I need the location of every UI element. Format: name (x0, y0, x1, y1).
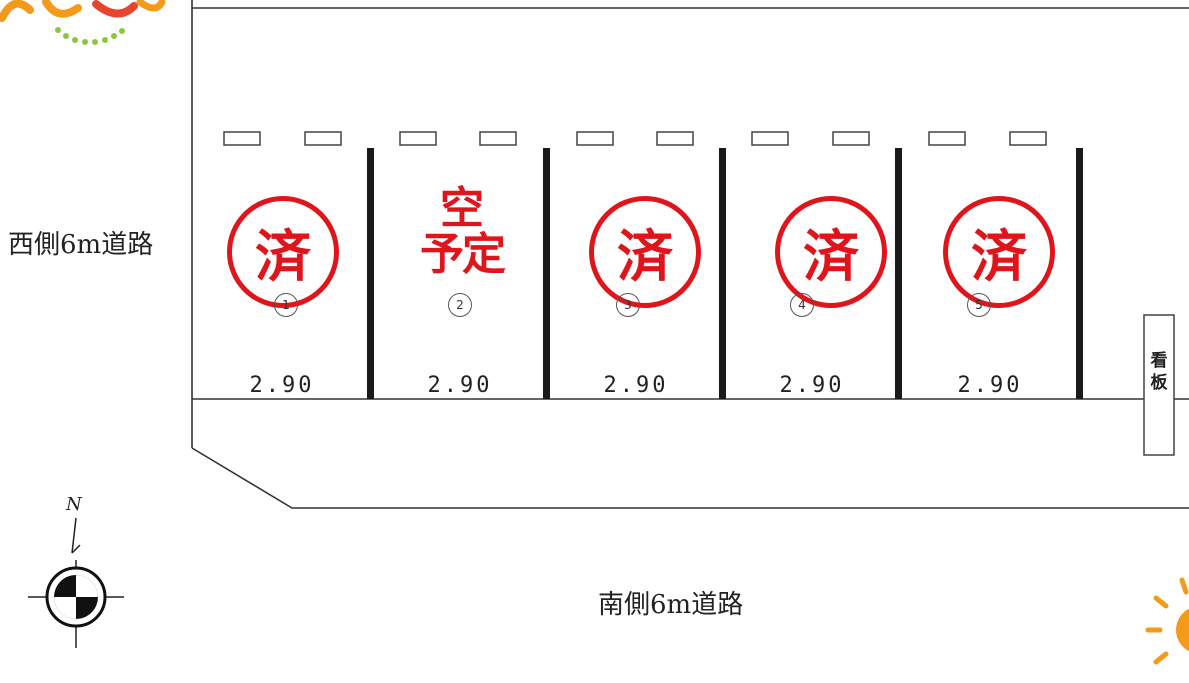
slot-width: 2.90 (603, 373, 669, 398)
vacant-stamp: 空 予定 (420, 183, 506, 281)
sold-stamp: 済 (775, 196, 887, 308)
slot-number: 4 (790, 293, 814, 317)
sold-stamp: 済 (943, 196, 1055, 308)
slot-width: 2.90 (249, 373, 315, 398)
wheel-stops (223, 131, 1047, 146)
slot-width: 2.90 (957, 373, 1023, 398)
site-outline (191, 0, 1189, 509)
slot-number: 2 (448, 293, 472, 317)
slot-width: 2.90 (427, 373, 493, 398)
sold-stamp: 済 (589, 196, 701, 308)
sold-stamp: 済 (227, 196, 339, 308)
south-road-label: 南側6m道路 (598, 590, 744, 620)
vacant-label: 空 (440, 183, 484, 234)
slot-number: 3 (616, 293, 640, 317)
compass-icon (28, 517, 124, 648)
north-label: N (66, 494, 82, 515)
slot-number: 5 (967, 293, 991, 317)
slot-dividers (367, 148, 1083, 399)
slot-number: 1 (274, 293, 298, 317)
logo (0, 0, 166, 45)
signboard-label: 看板 (1150, 351, 1168, 394)
west-road-label: 西側6m道路 (8, 230, 154, 260)
slot-width: 2.90 (779, 373, 845, 398)
signboard (1143, 314, 1175, 456)
scheduled-label: 予定 (420, 229, 506, 281)
sun-logo (1145, 577, 1189, 665)
